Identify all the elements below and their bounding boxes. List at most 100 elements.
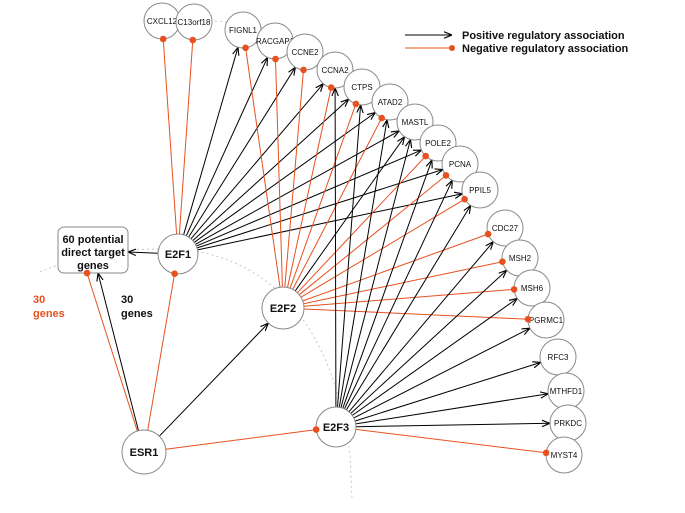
edge-e2f1-cxcl12-negative	[162, 38, 178, 235]
edge-e2f1-ctps-positive	[192, 99, 349, 241]
edge-e2f3-cdc27-positive	[348, 242, 493, 413]
tf-circle	[121, 429, 167, 475]
gene-label: PRKDC	[554, 419, 582, 428]
negative-endpoint-dot-20	[300, 66, 307, 74]
negative-count-unit: genes	[33, 308, 65, 320]
gene-circle	[486, 209, 524, 247]
edge-e2f1-box-positive	[128, 252, 159, 253]
gene-node-cxcl12: CXCL12	[143, 2, 181, 40]
gene-label: MYST4	[551, 451, 578, 460]
negative-endpoint-dot-4	[312, 426, 320, 433]
tf-label: E2F1	[165, 249, 191, 261]
tf-node-e2f2: E2F2	[261, 286, 305, 330]
edge-esr1-e2f3-negative	[165, 429, 317, 450]
gene-label: RACGAP1	[256, 37, 295, 46]
gene-circle	[316, 51, 354, 89]
gene-label: POLE2	[425, 139, 451, 148]
negative-endpoint-dot-27	[461, 195, 468, 203]
gene-label: ATAD2	[378, 98, 403, 107]
edge-e2f2-ctps-negative	[289, 103, 357, 289]
edge-e2f2-pcna-negative	[298, 175, 447, 296]
negative-endpoint-dot-22	[352, 100, 360, 108]
negative-endpoint-dot-46	[542, 449, 550, 457]
edge-esr1-e2f1-negative	[147, 273, 176, 431]
gene-label: RFC3	[548, 353, 569, 362]
edge-e2f1-ccna2-positive	[190, 84, 323, 240]
gene-node-myst4: MYST4	[545, 436, 583, 474]
gene-label: CCNE2	[291, 48, 319, 57]
tf-circle	[261, 286, 305, 330]
edge-e2f1-racgap1-positive	[185, 57, 267, 237]
gene-node-atad2: ATAD2	[371, 83, 409, 121]
gene-label: CTPS	[351, 83, 372, 92]
edge-e2f1-ccne2-positive	[188, 67, 296, 238]
edge-e2f3-atad2-positive	[338, 120, 387, 408]
edge-e2f3-pcna-positive	[344, 180, 453, 410]
legend-negative-dot	[449, 45, 455, 51]
edge-e2f2-ccna2-negative	[287, 87, 332, 288]
legend: Positive regulatory association Negative…	[405, 30, 629, 55]
edge-e2f3-msh2-positive	[350, 270, 507, 414]
gene-node-c13orf18: C13orf18	[175, 3, 213, 41]
edge-e2f2-ccne2-negative	[284, 69, 304, 288]
gene-node-pcna: PCNA	[441, 145, 479, 183]
gene-label: FIGNL1	[229, 26, 258, 35]
edge-e2f1-pole2-positive	[196, 150, 421, 247]
negative-endpoint-dot-0	[83, 269, 91, 277]
edge-e2f2-pole2-negative	[297, 155, 427, 294]
gene-label: C13orf18	[178, 18, 211, 27]
edge-esr1-box-positive	[98, 273, 139, 431]
dots-layer	[83, 35, 550, 457]
gene-label: PCNA	[449, 160, 472, 169]
tf-node-esr1: ESR1	[121, 429, 167, 475]
tf-label: E2F3	[323, 422, 349, 434]
gene-label: MSH6	[521, 284, 544, 293]
edge-e2f3-ctps-positive	[337, 105, 361, 408]
edge-e2f3-mthfd1-positive	[355, 394, 548, 425]
negative-endpoint-dot-23	[378, 114, 386, 122]
edge-e2f3-ccna2-positive	[335, 88, 336, 408]
edge-e2f3-myst4-negative	[355, 428, 547, 454]
gene-label: MSH2	[509, 254, 532, 263]
negative-endpoint-dot-6	[159, 35, 167, 43]
gene-node-msh6: MSH6	[513, 269, 551, 307]
edge-esr1-box-negative	[86, 272, 138, 432]
negative-endpoint-dot-7	[189, 36, 197, 44]
gene-label: PGRMC1	[529, 316, 564, 325]
negative-count-number: 30	[33, 294, 45, 306]
tf-node-e2f1: E2F1	[157, 233, 199, 275]
box-line-1: 60 potential	[62, 234, 123, 246]
tf-node-e2f3: E2F3	[315, 406, 357, 448]
negative-endpoint-dot-25	[422, 152, 430, 160]
box-line-2: direct target	[61, 247, 125, 259]
edge-e2f2-mastl-positive	[294, 137, 404, 292]
gene-node-rfc3: RFC3	[539, 338, 577, 376]
gene-node-prkdc: PRKDC	[549, 404, 587, 442]
gene-node-ccne2: CCNE2	[286, 33, 324, 71]
positive-count-number: 30	[121, 294, 133, 306]
gene-label: CDC27	[492, 224, 519, 233]
negative-endpoint-dot-2	[171, 270, 178, 278]
edge-e2f3-msh6-positive	[352, 298, 517, 416]
edge-e2f2-racgap1-negative	[275, 58, 283, 288]
tf-circle	[157, 233, 199, 275]
gene-node-mthfd1: MTHFD1	[547, 372, 585, 410]
gene-circle	[461, 171, 499, 209]
box-line-3: genes	[77, 260, 109, 272]
gene-label: MASTL	[402, 118, 429, 127]
gene-node-cdc27: CDC27	[486, 209, 524, 247]
edge-e2f3-pole2-positive	[342, 160, 432, 409]
guide-arc-outer	[39, 248, 353, 501]
negative-endpoint-dot-29	[499, 258, 506, 266]
edge-e2f1-fignl1-positive	[183, 47, 238, 235]
gene-label: PPIL5	[469, 186, 491, 195]
negative-endpoint-dot-19	[272, 55, 279, 63]
edge-e2f1-pcna-positive	[196, 170, 443, 249]
edge-e2f3-ppil5-positive	[345, 205, 470, 411]
negative-endpoint-dot-21	[327, 84, 335, 91]
tf-label: E2F2	[270, 303, 296, 315]
edge-e2f1-atad2-positive	[194, 113, 375, 243]
